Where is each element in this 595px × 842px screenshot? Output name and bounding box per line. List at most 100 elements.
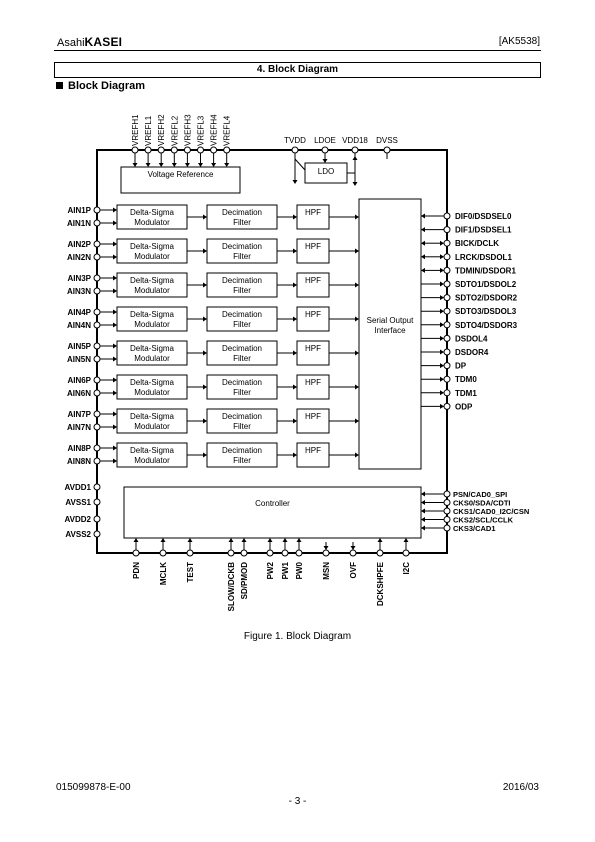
right-pin-in-arrow-icon (421, 213, 425, 219)
decimation-label-line1: Decimation (222, 242, 262, 251)
power-pin-circle (383, 146, 391, 154)
right-pin-out-arrow-icon (440, 281, 444, 287)
right-pin-circle (443, 307, 451, 315)
decimation-filter-block (206, 204, 278, 230)
analog-power-pin-label: AVDD1 (64, 483, 91, 492)
ain-n-arrow-icon (113, 254, 117, 260)
vref-pin-label: VREFL1 (144, 115, 153, 146)
ctrl-pin-label: CKS0/SDA/CDTI (453, 499, 511, 508)
bottom-pin-circle (227, 549, 235, 557)
hpf-to-serial-arrow-icon (355, 452, 359, 458)
tvdd-ldo-wire (294, 158, 306, 171)
ain-p-arrow-icon (113, 275, 117, 281)
decimation-label-line2: Filter (233, 218, 251, 227)
right-pin-circle (443, 334, 451, 342)
dec-to-hpf-arrow-icon (293, 384, 297, 390)
delta-sigma-modulator-block (116, 374, 188, 400)
decimation-label-line2: Filter (233, 320, 251, 329)
vref-pin-label: VREFL3 (197, 115, 206, 146)
analog-power-pin-label: AVDD2 (64, 515, 91, 524)
ctrl-pin-label: PSN/CAD0_SPI (453, 490, 507, 499)
ain-p-arrow-icon (113, 207, 117, 213)
ain-n-arrow-icon (113, 458, 117, 464)
modulator-label-line1: Delta-Sigma (130, 242, 175, 251)
ain-n-arrow-icon (113, 390, 117, 396)
vref-pin-circle (131, 146, 139, 154)
ain-n-arrow-icon (113, 424, 117, 430)
hpf-label: HPF (305, 412, 321, 421)
bottom-pin-label: SD/PMOD (240, 562, 249, 600)
bottom-pin-circle (240, 549, 248, 557)
right-pin-out-arrow-icon (440, 390, 444, 396)
decimation-label-line1: Decimation (222, 344, 262, 353)
right-pin-circle (443, 348, 451, 356)
right-pin-label: DSDOL4 (455, 334, 488, 343)
vref-arrow-icon (145, 163, 151, 167)
right-pin-circle (443, 362, 451, 370)
vref-arrow-icon (171, 163, 177, 167)
mod-to-dec-arrow-icon (203, 316, 207, 322)
decimation-label-line1: Decimation (222, 276, 262, 285)
document-id: 015099878-E-00 (56, 782, 131, 793)
ain-p-arrow-icon (113, 411, 117, 417)
dec-to-hpf-arrow-icon (293, 316, 297, 322)
bottom-pin-in-arrow-icon (187, 538, 193, 542)
ain-n-pin-label: AIN3N (67, 287, 91, 296)
modulator-label-line2: Modulator (134, 286, 170, 295)
mod-to-dec-arrow-icon (203, 214, 207, 220)
ain-n-pin-circle (93, 219, 101, 227)
bottom-pin-circle (402, 549, 410, 557)
modulator-label-line2: Modulator (134, 252, 170, 261)
mod-to-dec-arrow-icon (203, 248, 207, 254)
right-pin-circle (443, 280, 451, 288)
delta-sigma-modulator-block (116, 340, 188, 366)
right-pin-out-arrow-icon (440, 403, 444, 409)
bottom-pin-in-arrow-icon (267, 538, 273, 542)
ctrl-pin-arrow-icon (421, 500, 425, 505)
decimation-label-line2: Filter (233, 456, 251, 465)
dec-to-hpf-arrow-icon (293, 418, 297, 424)
right-pin-label: SDTO2/DSDOR2 (455, 294, 518, 303)
vref-pin-label: VREFL2 (170, 115, 179, 146)
right-pin-circle (443, 226, 451, 234)
hpf-label: HPF (305, 276, 321, 285)
dec-to-hpf-arrow-icon (293, 282, 297, 288)
ain-n-pin-label: AIN5N (67, 355, 91, 364)
bottom-pin-label: OVF (349, 562, 358, 579)
decimation-label-line1: Decimation (222, 310, 262, 319)
decimation-label-line2: Filter (233, 388, 251, 397)
hpf-to-serial-arrow-icon (355, 350, 359, 356)
decimation-filter-block (206, 306, 278, 332)
decimation-label-line1: Decimation (222, 446, 262, 455)
vref-pin-circle (183, 146, 191, 154)
bottom-pin-circle (349, 549, 357, 557)
right-pin-label: TDM1 (455, 389, 477, 398)
decimation-filter-block (206, 408, 278, 434)
hpf-label: HPF (305, 242, 321, 251)
power-pin-circle (291, 146, 299, 154)
bottom-pin-out-arrow-icon (350, 546, 356, 550)
vref-pin-circle (144, 146, 152, 154)
ain-n-pin-label: AIN2N (67, 253, 91, 262)
right-pin-label: LRCK/DSDOL1 (455, 253, 512, 262)
analog-power-pin-circle (93, 483, 101, 491)
bottom-pin-label: PW2 (266, 561, 275, 579)
ain-n-pin-circle (93, 355, 101, 363)
ctrl-pin-circle (443, 507, 451, 515)
ain-p-pin-label: AIN6P (67, 376, 91, 385)
decimation-label-line1: Decimation (222, 378, 262, 387)
modulator-label-line1: Delta-Sigma (130, 344, 175, 353)
right-pin-label: SDTO4/DSDOR3 (455, 321, 518, 330)
bottom-pin-in-arrow-icon (241, 538, 247, 542)
ain-p-pin-circle (93, 308, 101, 316)
serial-output-interface-block (358, 198, 422, 470)
right-pin-label: TDMIN/DSDOR1 (455, 266, 516, 275)
bottom-pin-label: PDN (132, 562, 141, 579)
part-number: [AK5538] (498, 36, 540, 47)
hpf-to-serial-arrow-icon (355, 214, 359, 220)
modulator-label-line2: Modulator (134, 320, 170, 329)
right-pin-label: BICK/DCLK (455, 239, 499, 248)
ain-p-arrow-icon (113, 445, 117, 451)
vref-arrow-icon (198, 163, 203, 167)
hpf-to-serial-arrow-icon (355, 418, 359, 424)
